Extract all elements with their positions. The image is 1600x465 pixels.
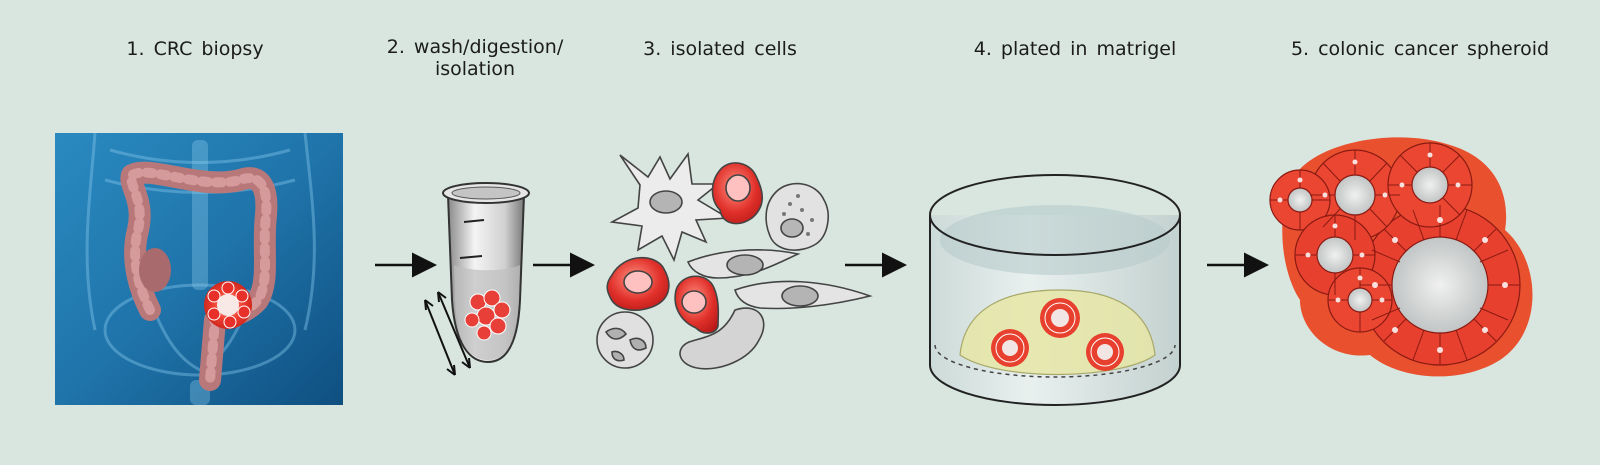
petri-dish-icon [929,174,1181,406]
spheroid-small-icon [991,298,1124,371]
step-label-4: 4. plated in matrigel [973,38,1177,60]
spheroid-icon [1269,137,1533,377]
step-label-2: 2. wash/digestion/ isolation [386,36,564,80]
step-label-5: 5. colonic cancer spheroid [1290,38,1550,60]
cells-icon [596,151,873,370]
step-label-1: 1. CRC biopsy [126,38,264,60]
step-label-3: 3. isolated cells [643,38,797,60]
eppendorf-tube-icon [424,182,530,376]
colon-anatomy-icon [55,132,343,405]
